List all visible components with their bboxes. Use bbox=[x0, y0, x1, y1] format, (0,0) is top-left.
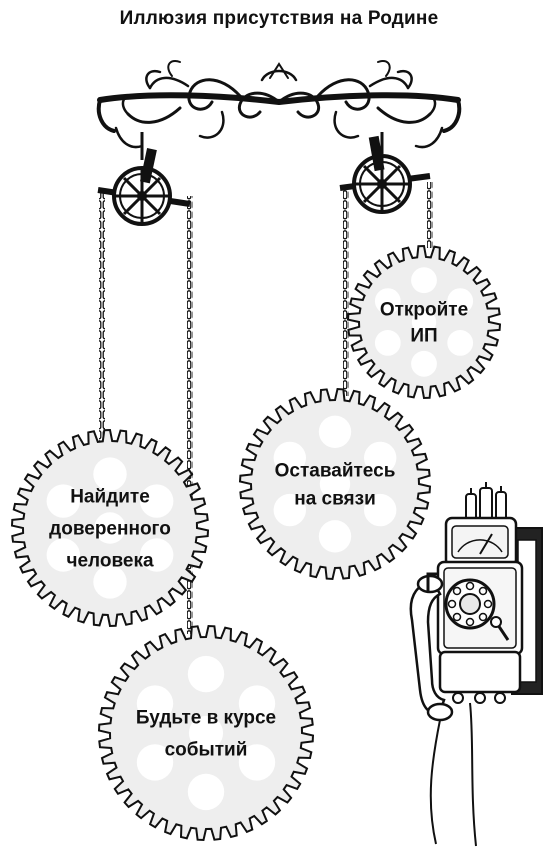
gear-hole bbox=[273, 441, 306, 475]
gear-trusted-person: Найдите доверенного человека bbox=[10, 428, 210, 628]
gear-hole bbox=[93, 457, 127, 491]
page-title: Иллюзия присутствия на Родине bbox=[119, 8, 439, 29]
gear-label: Оставайтесь bbox=[275, 461, 396, 482]
gear-hole bbox=[140, 484, 174, 518]
gear-hole bbox=[136, 685, 174, 722]
pulley-hangers bbox=[140, 132, 384, 160]
gear-label: событий bbox=[165, 740, 248, 761]
pulley-wheel-icon bbox=[97, 148, 191, 226]
gear-hole bbox=[374, 330, 401, 356]
gear-label: Найдите bbox=[70, 487, 150, 508]
gear-label: человека bbox=[66, 551, 154, 572]
gear-keep-informed: Будьте в курсе событий bbox=[97, 624, 315, 842]
gear-hole bbox=[187, 655, 225, 693]
gear-label: доверенного bbox=[49, 519, 171, 540]
gear-hole bbox=[364, 493, 397, 527]
gear-stay-in-touch: Оставайтесь на связи bbox=[238, 387, 432, 581]
gear-label: на связи bbox=[294, 489, 376, 510]
scroll-ornament-icon bbox=[96, 60, 462, 149]
chains bbox=[99, 182, 433, 634]
gear-hole bbox=[136, 744, 174, 781]
gear-hole bbox=[374, 288, 401, 314]
gear-hole bbox=[46, 538, 80, 572]
gear-hub bbox=[411, 309, 437, 335]
gear-hole bbox=[238, 685, 276, 722]
gear-hole bbox=[46, 484, 80, 518]
pulley-wheel-icon bbox=[339, 135, 431, 214]
gear-hub bbox=[94, 512, 126, 544]
gear-label: Откройте bbox=[380, 300, 468, 321]
gear-hole bbox=[273, 493, 306, 527]
gear-hole bbox=[411, 350, 437, 377]
gear-hub bbox=[188, 715, 224, 751]
gear-label: Будьте в курсе bbox=[136, 708, 276, 729]
gear-hub bbox=[319, 468, 351, 500]
gear-hole bbox=[447, 288, 474, 314]
gear-hole bbox=[411, 267, 437, 294]
wall-telephone-icon bbox=[409, 482, 543, 847]
gear-hole bbox=[318, 415, 352, 448]
gear-hole bbox=[364, 441, 397, 475]
gear-hole bbox=[93, 565, 127, 599]
gear-hole bbox=[238, 744, 276, 781]
gear-label: ИП bbox=[410, 326, 437, 347]
gear-hole bbox=[318, 520, 352, 553]
gear-hole bbox=[187, 773, 225, 811]
gear-hole bbox=[140, 538, 174, 572]
gear-hole bbox=[447, 330, 474, 356]
